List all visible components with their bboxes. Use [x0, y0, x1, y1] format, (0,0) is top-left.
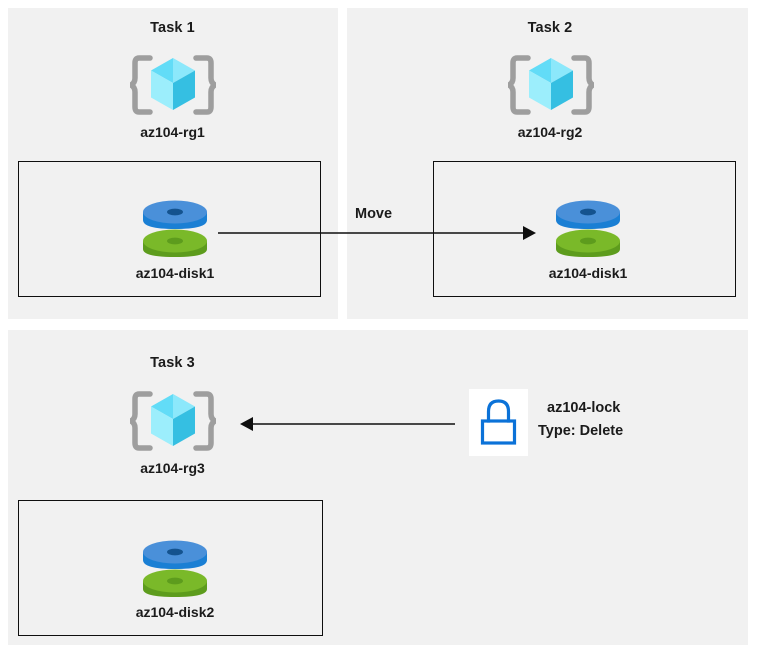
- lock-name-label: az104-lock: [547, 400, 621, 416]
- task-2-title: Task 2: [527, 20, 573, 36]
- move-arrow-label: Move: [355, 206, 393, 222]
- lock-type-label: Type: Delete: [538, 423, 624, 439]
- resource-group-label: az104-rg2: [517, 124, 583, 140]
- managed-disk-icon: [143, 540, 207, 597]
- lock-icon: [480, 399, 517, 445]
- disk-label: az104-disk1: [135, 265, 215, 281]
- lock-arrow: [240, 417, 455, 431]
- managed-disk-icon: [143, 200, 207, 257]
- move-arrow: [218, 226, 536, 240]
- resource-group-label: az104-rg1: [140, 124, 205, 140]
- resource-group-icon: [130, 55, 216, 115]
- disk-label: az104-disk2: [135, 604, 215, 620]
- task-1-title: Task 1: [150, 20, 195, 36]
- resource-group-label: az104-rg3: [140, 460, 205, 476]
- resource-group-icon: [508, 55, 594, 115]
- task-3-title: Task 3: [150, 355, 195, 371]
- resource-box-task-2: [433, 161, 736, 297]
- disk-label: az104-disk1: [548, 265, 628, 281]
- managed-disk-icon: [556, 200, 620, 257]
- lock-tile: [469, 389, 528, 456]
- resource-box-task-1: [18, 161, 321, 297]
- resource-group-icon: [130, 391, 216, 451]
